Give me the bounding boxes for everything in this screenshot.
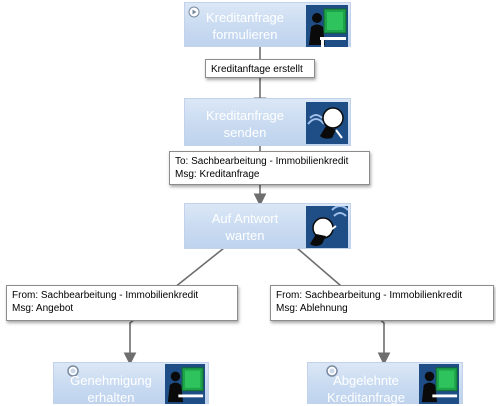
connector-wait-approval [123, 247, 225, 366]
start-event-icon [188, 6, 200, 18]
computer-user-icon [306, 5, 348, 47]
activity-wait-label: Auf Antwort warten [211, 211, 279, 243]
activity-rejected[interactable]: Abgelehnte Kreditanfrage [307, 362, 463, 405]
activity-wait[interactable]: Auf Antwort warten [184, 203, 351, 249]
activity-approval-label: Genehmigung erhalten [70, 373, 152, 405]
message-to-request: To: Sachbearbeitung - Immobilienkredit M… [169, 151, 370, 185]
computer-user-icon [165, 364, 205, 404]
activity-approval[interactable]: Genehmigung erhalten [53, 362, 209, 405]
message-from-rejection: From: Sachbearbeitung - Immobilienkredit… [270, 285, 494, 321]
message-created: Kreditanftage erstellt [205, 59, 315, 78]
send-message-icon [306, 102, 348, 144]
computer-user-icon [419, 364, 459, 404]
end-event-icon [326, 365, 338, 377]
activity-send-label: Kreditanfrage senden [205, 108, 285, 140]
activity-formulate-label: Kreditanfrage formulieren [205, 10, 285, 42]
message-from-offer: From: Sachbearbeitung - Immobilienkredit… [6, 285, 238, 321]
connector-wait-rejected [296, 247, 391, 366]
activity-rejected-label: Abgelehnte Kreditanfrage [326, 373, 406, 405]
activity-formulate[interactable]: Kreditanfrage formulieren [184, 2, 351, 47]
end-event-icon [67, 365, 79, 377]
activity-send[interactable]: Kreditanfrage senden [184, 98, 351, 146]
receive-message-icon [306, 206, 348, 248]
